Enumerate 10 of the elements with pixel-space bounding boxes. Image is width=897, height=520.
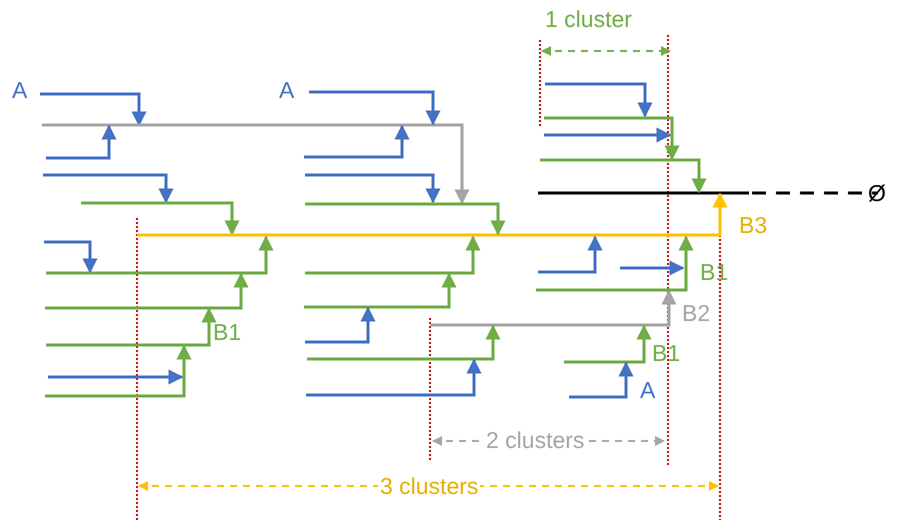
annotation-label: B1 [651, 340, 682, 366]
annotation-label: B2 [681, 300, 712, 326]
annotation-label: A [278, 77, 296, 103]
annotation-label: A [11, 77, 28, 103]
annotation-label: B1 [212, 319, 242, 345]
annotation-label: B3 [738, 212, 768, 238]
annotation-label: A [639, 377, 656, 403]
annotation-label: B1 [699, 259, 730, 285]
annotation-label: Ø [867, 180, 887, 206]
annotation-label: 1 cluster [544, 6, 633, 32]
